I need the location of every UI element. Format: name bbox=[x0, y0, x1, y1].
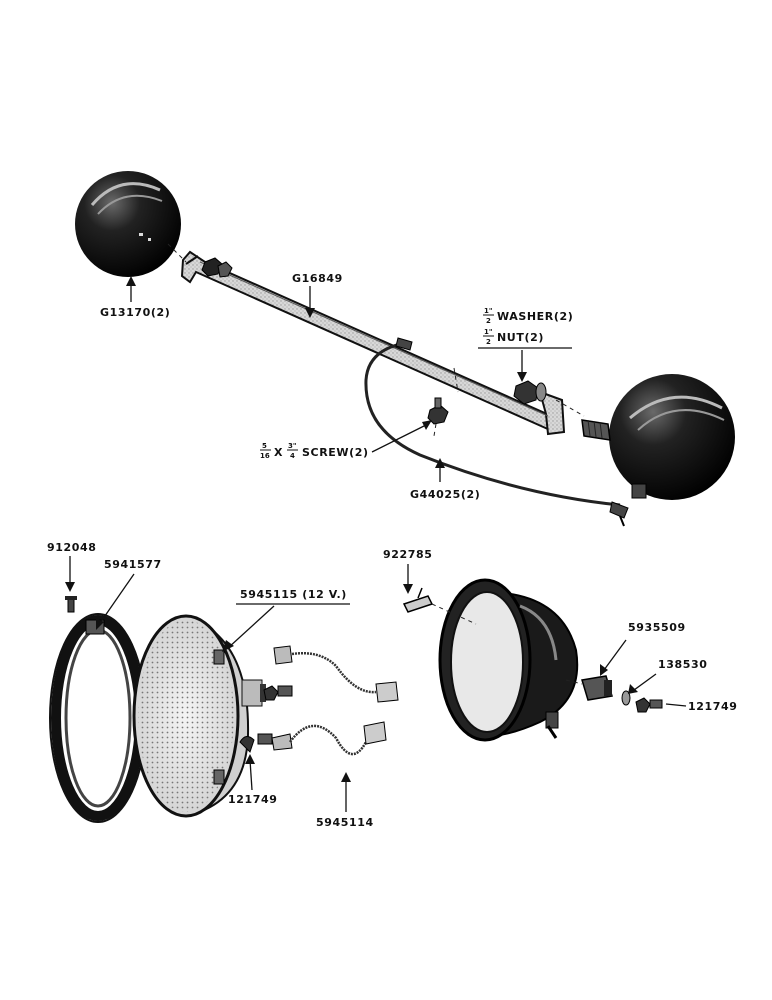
svg-text:912048: 912048 bbox=[47, 541, 97, 554]
screw-small-top-left bbox=[65, 596, 77, 613]
sealed-beam-unit bbox=[132, 614, 266, 818]
screw-beam bbox=[263, 685, 293, 701]
mounting-bar bbox=[180, 250, 566, 436]
svg-text:1": 1" bbox=[484, 328, 493, 336]
label-connector: 5935509 bbox=[600, 621, 686, 676]
svg-text:G13170(2): G13170(2) bbox=[100, 306, 170, 319]
cable bbox=[364, 337, 629, 527]
svg-text:X: X bbox=[274, 446, 283, 459]
svg-text:SCREW(2): SCREW(2) bbox=[302, 446, 369, 459]
svg-text:5935509: 5935509 bbox=[628, 621, 686, 634]
svg-text:3": 3" bbox=[288, 442, 297, 450]
label-screw: 5 16 X 3" 4 SCREW(2) bbox=[260, 420, 432, 460]
svg-text:G44025(2): G44025(2) bbox=[410, 488, 480, 501]
lamp-housing-right bbox=[581, 374, 735, 500]
svg-text:1": 1" bbox=[484, 307, 493, 315]
svg-text:121749: 121749 bbox=[228, 793, 278, 806]
headlamp-housing bbox=[438, 578, 579, 742]
label-harness: 5945114 bbox=[316, 772, 374, 829]
label-bar: G16849 bbox=[292, 272, 343, 318]
screw-121749-right bbox=[635, 697, 663, 713]
wiring-harness bbox=[271, 645, 399, 756]
svg-text:2: 2 bbox=[486, 317, 491, 325]
label-washer-small: 138530 bbox=[628, 658, 708, 694]
connector bbox=[581, 675, 613, 701]
label-screw-small: 912048 bbox=[47, 541, 97, 592]
label-screw-left: 121749 bbox=[228, 754, 278, 806]
svg-text:2: 2 bbox=[486, 338, 491, 346]
svg-text:NUT(2): NUT(2) bbox=[497, 331, 544, 344]
svg-text:121749: 121749 bbox=[688, 700, 738, 713]
lamp-housing-left bbox=[75, 171, 181, 277]
svg-text:5945115 (12 V.): 5945115 (12 V.) bbox=[240, 588, 347, 601]
svg-text:922785: 922785 bbox=[383, 548, 433, 561]
nut-and-washer-right bbox=[513, 380, 547, 405]
svg-text:5: 5 bbox=[262, 442, 267, 450]
screw-five-sixteenths bbox=[427, 397, 449, 425]
label-cable: G44025(2) bbox=[410, 458, 480, 501]
svg-text:5941577: 5941577 bbox=[104, 558, 162, 571]
svg-text:138530: 138530 bbox=[658, 658, 708, 671]
retaining-ring bbox=[49, 613, 147, 823]
svg-text:G16849: G16849 bbox=[292, 272, 343, 285]
label-ring: 5941577 bbox=[96, 558, 162, 630]
label-washer: 1" 2 WASHER(2) bbox=[483, 307, 573, 325]
washer-small bbox=[621, 690, 631, 706]
svg-text:5945114: 5945114 bbox=[316, 816, 374, 829]
svg-text:WASHER(2): WASHER(2) bbox=[497, 310, 573, 323]
svg-text:16: 16 bbox=[260, 452, 270, 460]
label-nut: 1" 2 NUT(2) bbox=[478, 328, 572, 382]
label-screw-right: 121749 bbox=[665, 700, 738, 713]
label-lamp-housing: G13170(2) bbox=[100, 276, 170, 319]
label-clip: 922785 bbox=[383, 548, 433, 594]
nut-left bbox=[201, 257, 233, 278]
label-sealed-beam: 5945115 (12 V.) bbox=[222, 588, 350, 652]
svg-text:4: 4 bbox=[290, 452, 295, 460]
